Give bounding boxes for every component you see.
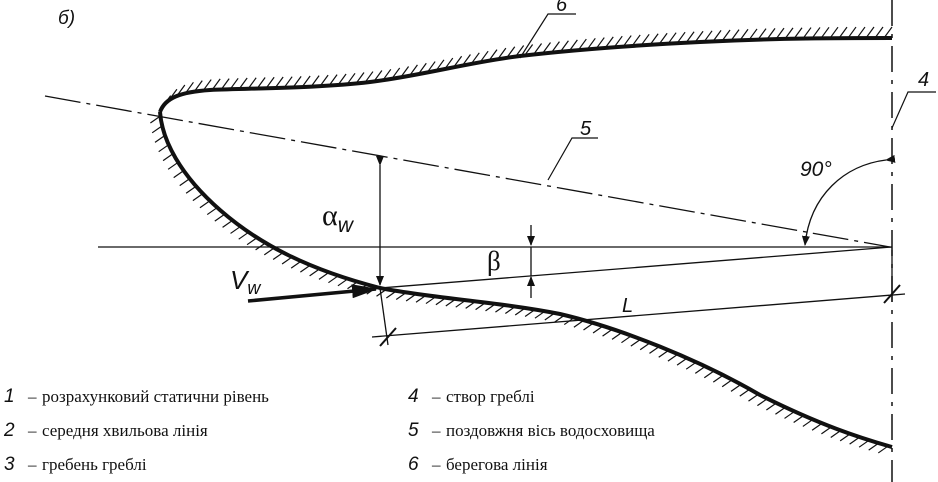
fetch-dimension-line bbox=[371, 293, 906, 338]
callout-5-leader bbox=[547, 137, 598, 181]
hatch-mark bbox=[185, 185, 197, 194]
legend-number: 1 bbox=[4, 386, 15, 407]
legend-item-5: 5 – поздовжня вісь водосховища bbox=[408, 420, 655, 442]
tick-right bbox=[883, 284, 901, 304]
legend-text: середня хвильова лінія bbox=[42, 421, 208, 440]
legend-item-6: 6 – берегова лінія bbox=[408, 454, 548, 476]
longitudinal-axis-line bbox=[44, 95, 891, 248]
legend-number: 4 bbox=[408, 386, 419, 407]
callout-4-leader bbox=[891, 91, 936, 129]
fetch-extension-left bbox=[379, 287, 389, 346]
legend-number: 6 bbox=[408, 454, 419, 475]
fetch-line bbox=[379, 246, 893, 289]
alpha-w-label: αw bbox=[322, 199, 355, 237]
callout-5-label: 5 bbox=[580, 118, 592, 140]
legend-item-2: 2 – середня хвильова лінія bbox=[4, 420, 208, 442]
callout-6-label: 6 bbox=[556, 0, 568, 16]
right-angle-arc bbox=[801, 154, 896, 246]
legend-text: гребень греблі bbox=[42, 455, 147, 474]
legend-dash: – bbox=[432, 455, 441, 474]
wind-direction-arrow bbox=[247, 284, 378, 303]
wind-velocity-label: Vw bbox=[230, 265, 261, 298]
legend-text: розрахунковий статични рівень bbox=[42, 387, 269, 406]
legend-number: 2 bbox=[4, 420, 15, 441]
legend-text: створ греблі bbox=[446, 387, 535, 406]
legend-dash: – bbox=[432, 387, 441, 406]
legend-text: берегова лінія bbox=[446, 455, 548, 474]
legend-item-4: 4 – створ греблі bbox=[408, 386, 535, 408]
legend-dash: – bbox=[432, 421, 441, 440]
bottom-shoreline bbox=[158, 111, 893, 449]
legend-item-3: 3 – гребень греблі bbox=[4, 454, 147, 476]
fetch-length-label: L bbox=[622, 295, 633, 317]
legend-text: поздовжня вісь водосховища bbox=[446, 421, 655, 440]
top-shoreline bbox=[158, 36, 893, 113]
beta-label: β bbox=[487, 246, 501, 276]
legend-number: 5 bbox=[408, 420, 419, 441]
legend-dash: – bbox=[28, 387, 37, 406]
right-angle-label: 90° bbox=[800, 158, 832, 181]
legend-dash: – bbox=[28, 421, 37, 440]
legend-number: 3 bbox=[4, 454, 15, 475]
figure-label: б) bbox=[58, 8, 75, 29]
legend-item-1: 1 – розрахунковий статични рівень bbox=[4, 386, 269, 408]
hatch-mark bbox=[162, 153, 174, 162]
hatch-mark bbox=[179, 178, 191, 187]
hatch-mark bbox=[167, 161, 179, 170]
hatch-mark bbox=[173, 170, 185, 179]
legend-dash: – bbox=[28, 455, 37, 474]
callout-6-leader bbox=[519, 13, 576, 59]
tick-left bbox=[379, 327, 397, 347]
callout-4-label: 4 bbox=[918, 69, 929, 91]
